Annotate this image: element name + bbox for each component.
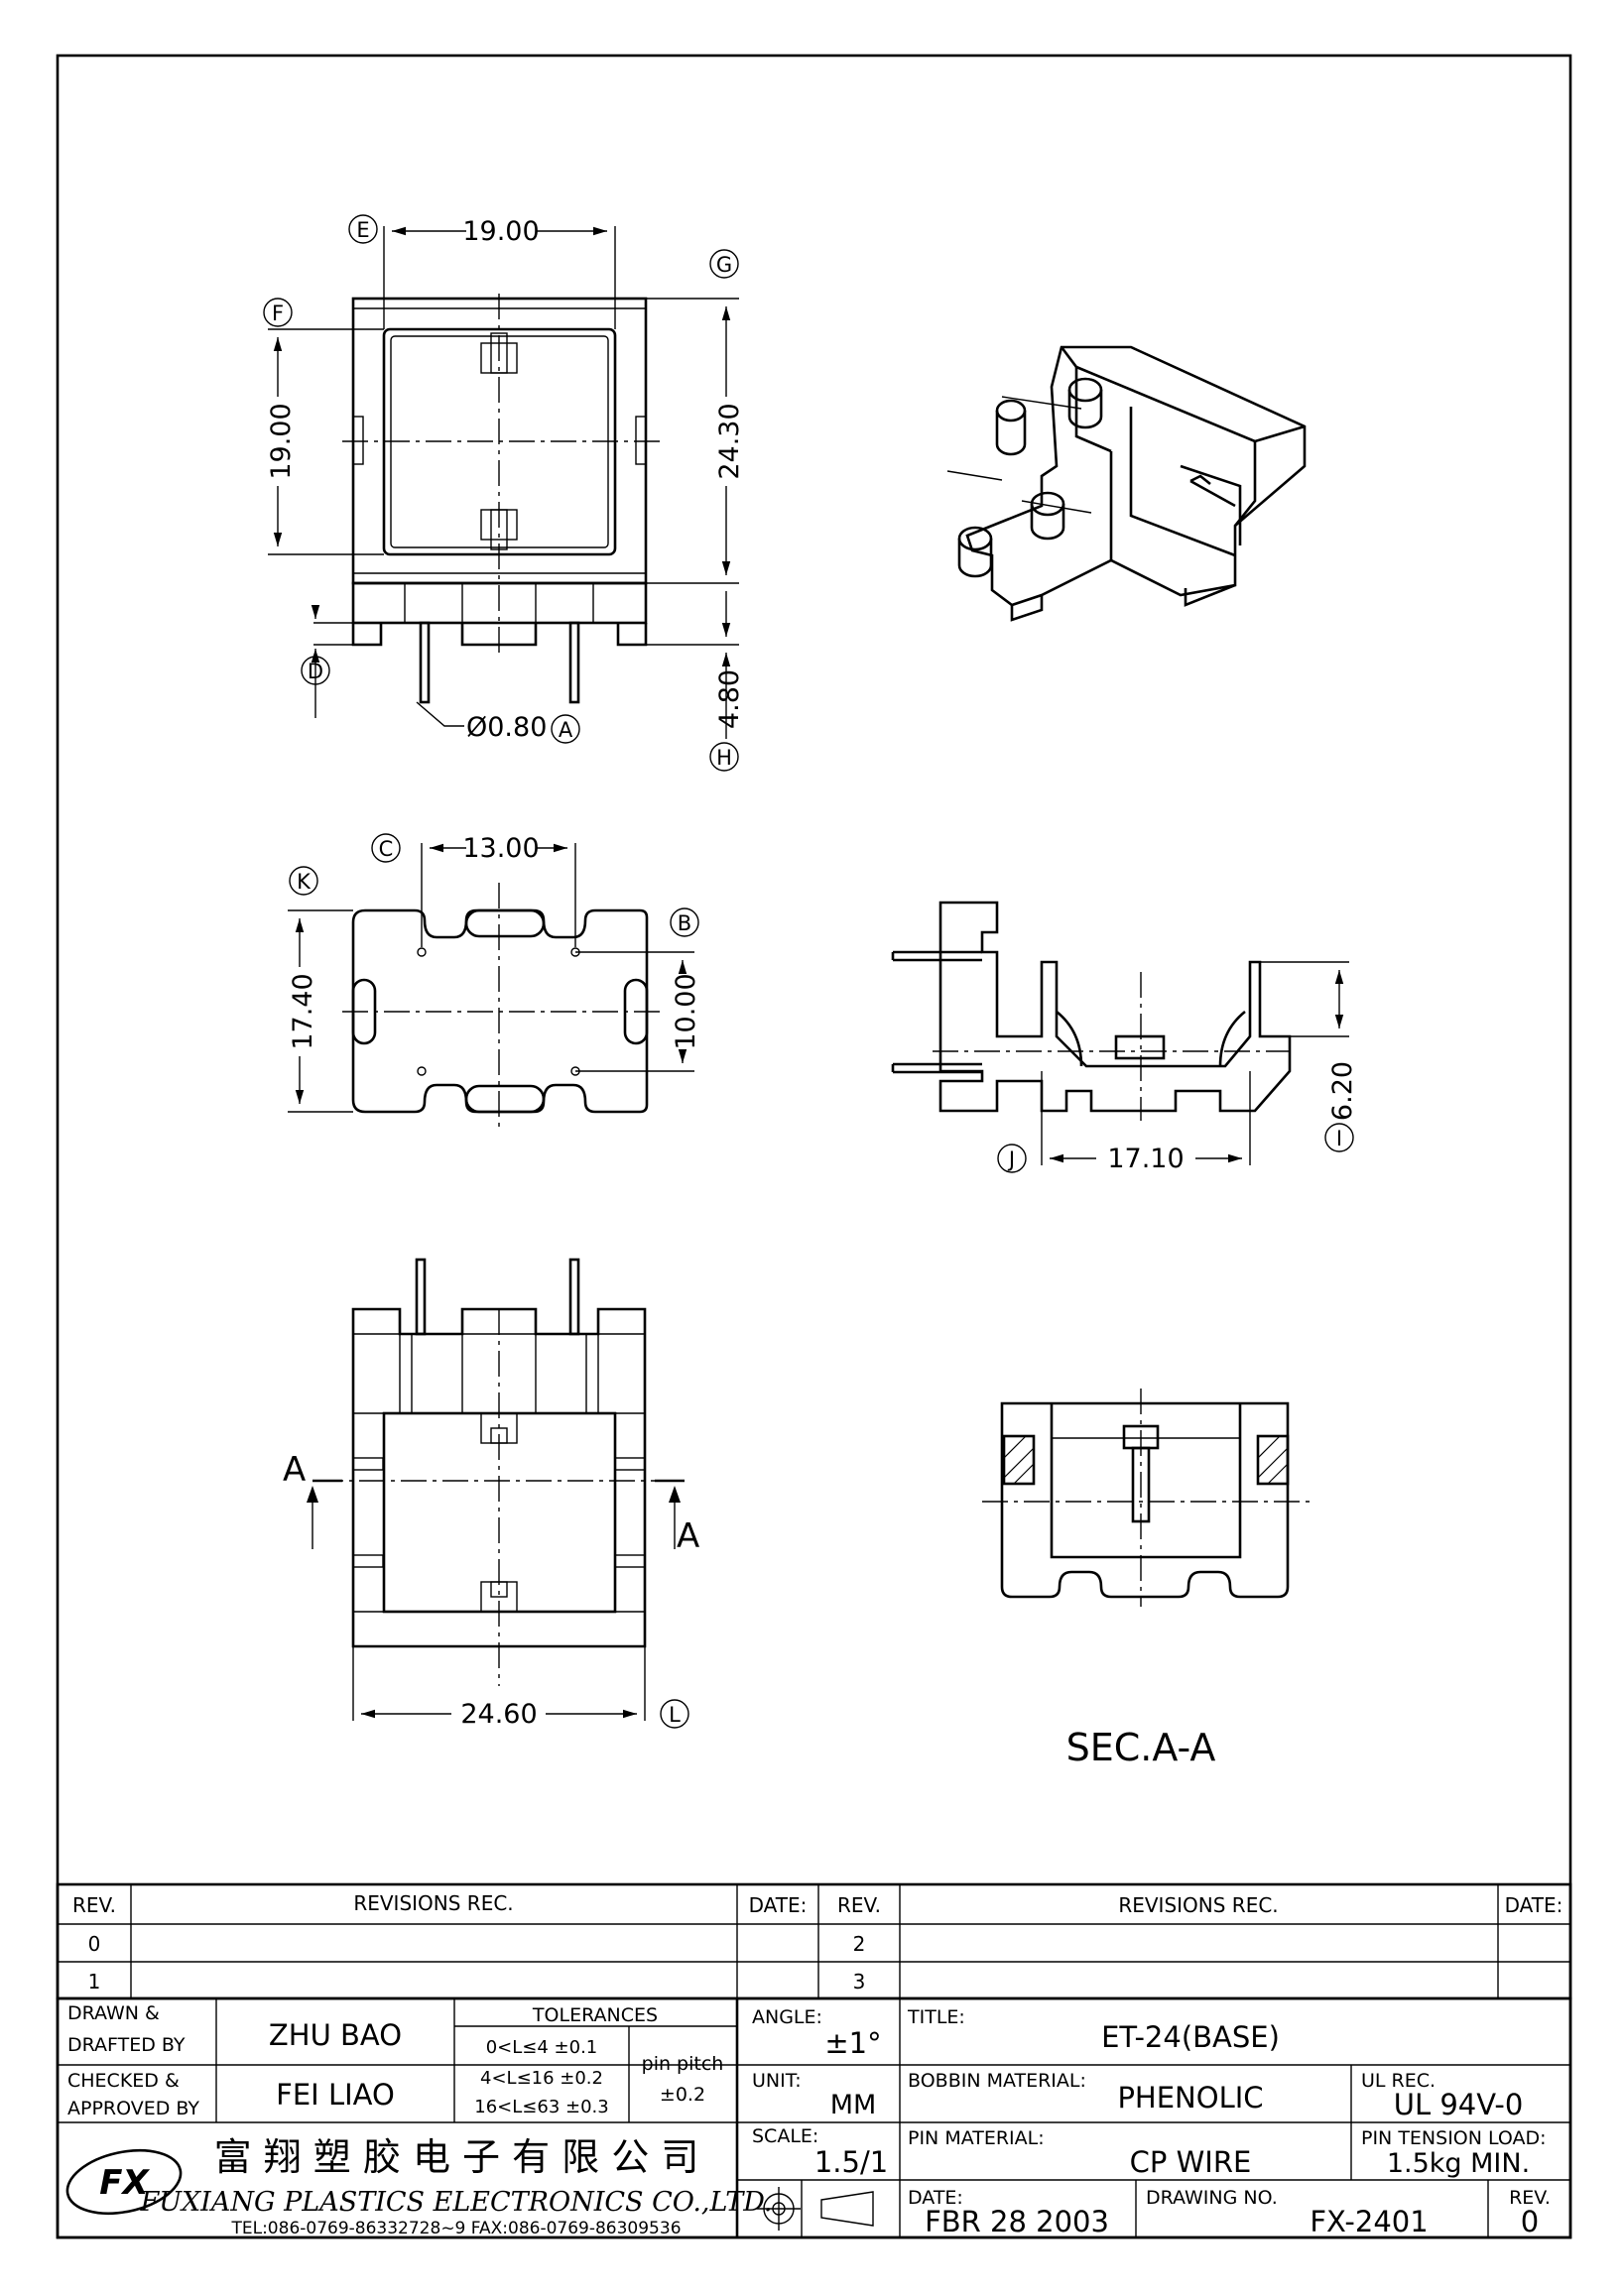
sheet-border xyxy=(56,54,1572,2239)
dim-front-width: 24.60 xyxy=(460,1699,537,1730)
rev-label: REV. xyxy=(1509,2187,1551,2209)
pin-pitch-label: pin pitch xyxy=(642,2053,724,2075)
rev-col-header-left: REV. xyxy=(72,1893,116,1917)
dim-pin-length: 4.80 xyxy=(714,669,745,729)
marker-k: K xyxy=(297,870,312,894)
company-contact: TEL:086-0769-86332728~9 FAX:086-0769-863… xyxy=(230,2219,681,2238)
rev-value: 0 xyxy=(1521,2205,1539,2238)
top-view: 19.00 19.00 24.30 4.80 Ø0.80 E F G D A H xyxy=(263,214,745,772)
checked-label-1: CHECKED & xyxy=(67,2070,180,2092)
ul-value: UL 94V-0 xyxy=(1394,2088,1524,2121)
drawn-label-2: DRAFTED BY xyxy=(67,2034,186,2056)
marker-i: I xyxy=(1336,1127,1342,1150)
dim-pin-dia: Ø0.80 xyxy=(466,712,547,743)
rec-col-header-left: REVISIONS REC. xyxy=(353,1891,513,1915)
rev-row-3: 3 xyxy=(853,1970,866,1994)
isometric-view xyxy=(946,345,1307,622)
date-col-header-right: DATE: xyxy=(1505,1893,1563,1917)
projection-symbol-icon xyxy=(757,2187,874,2231)
unit-label: UNIT: xyxy=(752,2070,802,2092)
ul-label: UL REC. xyxy=(1361,2070,1436,2092)
marker-e: E xyxy=(356,218,369,242)
tol-3: 16<L≤63 ±0.3 xyxy=(474,2097,608,2117)
rec-col-header-right: REVISIONS REC. xyxy=(1118,1893,1278,1917)
drawn-by: ZHU BAO xyxy=(269,2018,402,2052)
date-value: FBR 28 2003 xyxy=(925,2205,1109,2238)
drawing-no-value: FX-2401 xyxy=(1310,2205,1428,2238)
bobbin-value: PHENOLIC xyxy=(1117,2081,1263,2115)
pin-material-value: CP WIRE xyxy=(1130,2145,1252,2179)
pin-tension-label: PIN TENSION LOAD: xyxy=(1361,2127,1547,2149)
unit-value: MM xyxy=(830,2090,877,2120)
rev-col-header-right: REV. xyxy=(837,1893,881,1917)
scale-label: SCALE: xyxy=(752,2125,818,2147)
title-label: TITLE: xyxy=(907,2006,965,2028)
angle-value: ±1° xyxy=(824,2026,881,2060)
tolerances-label: TOLERANCES xyxy=(532,2004,658,2026)
marker-g: G xyxy=(716,253,732,277)
marker-a: A xyxy=(559,718,573,742)
company-logo-icon: FX xyxy=(65,2148,183,2216)
scale-value: 1.5/1 xyxy=(814,2145,888,2179)
angle-label: ANGLE: xyxy=(752,2006,822,2028)
tol-2: 4<L≤16 ±0.2 xyxy=(480,2068,603,2089)
marker-d: D xyxy=(308,660,323,683)
date-col-header-left: DATE: xyxy=(749,1893,808,1917)
date-label: DATE: xyxy=(908,2187,963,2209)
section-mark-right: A xyxy=(677,1516,699,1556)
bobbin-label: BOBBIN MATERIAL: xyxy=(908,2070,1086,2092)
dim-side-width: 17.10 xyxy=(1107,1144,1184,1174)
marker-l: L xyxy=(669,1703,681,1727)
marker-c: C xyxy=(379,837,394,861)
section-a-a-view: SEC.A-A xyxy=(982,1389,1310,1769)
dim-top-inner-height: 19.00 xyxy=(266,403,297,479)
marker-b: B xyxy=(678,911,691,935)
revision-table: REV. REVISIONS REC. DATE: REV. REVISIONS… xyxy=(56,1882,1572,2000)
dim-bottom-row-pitch: 10.00 xyxy=(671,973,701,1049)
company-name-cn: 富 翔 塑 胶 电 子 有 限 公 司 xyxy=(214,2135,699,2179)
checked-by: FEI LIAO xyxy=(276,2078,395,2112)
section-label: SEC.A-A xyxy=(1066,1726,1216,1769)
marker-f: F xyxy=(272,302,284,325)
drawn-label-1: DRAWN & xyxy=(67,2002,160,2024)
checked-label-2: APPROVED BY xyxy=(67,2098,199,2119)
company-name-en: FUXIANG PLASTICS ELECTRONICS CO.,LTD. xyxy=(139,2187,772,2218)
rev-row-1: 1 xyxy=(88,1970,101,1994)
pin-material-label: PIN MATERIAL: xyxy=(908,2127,1045,2149)
title-block: DRAWN & DRAFTED BY ZHU BAO CHECKED & APP… xyxy=(56,1996,1572,2239)
front-view: A A 24.60 L xyxy=(283,1258,699,1730)
logo-text: FX xyxy=(99,2163,150,2203)
marker-j: J xyxy=(1007,1148,1015,1171)
title-value: ET-24(BASE) xyxy=(1101,2020,1280,2054)
marker-h: H xyxy=(716,746,732,770)
side-view: 17.10 6.20 J I xyxy=(891,901,1358,1174)
section-mark-left: A xyxy=(283,1450,306,1490)
bottom-view: 13.00 17.40 10.00 C K B xyxy=(288,833,701,1131)
dim-top-width: 19.00 xyxy=(462,216,539,247)
tol-1: 0<L≤4 ±0.1 xyxy=(486,2037,598,2058)
rev-row-0: 0 xyxy=(88,1932,101,1956)
dim-top-total-height: 24.30 xyxy=(714,403,745,479)
drawing-no-label: DRAWING NO. xyxy=(1146,2187,1278,2209)
dim-bottom-pitch: 13.00 xyxy=(462,833,539,864)
dim-side-height: 6.20 xyxy=(1327,1061,1358,1121)
pin-tension-value: 1.5kg MIN. xyxy=(1387,2148,1530,2179)
dim-bottom-height: 17.40 xyxy=(288,973,318,1049)
pin-pitch-value: ±0.2 xyxy=(660,2084,705,2106)
rev-row-2: 2 xyxy=(853,1932,866,1956)
